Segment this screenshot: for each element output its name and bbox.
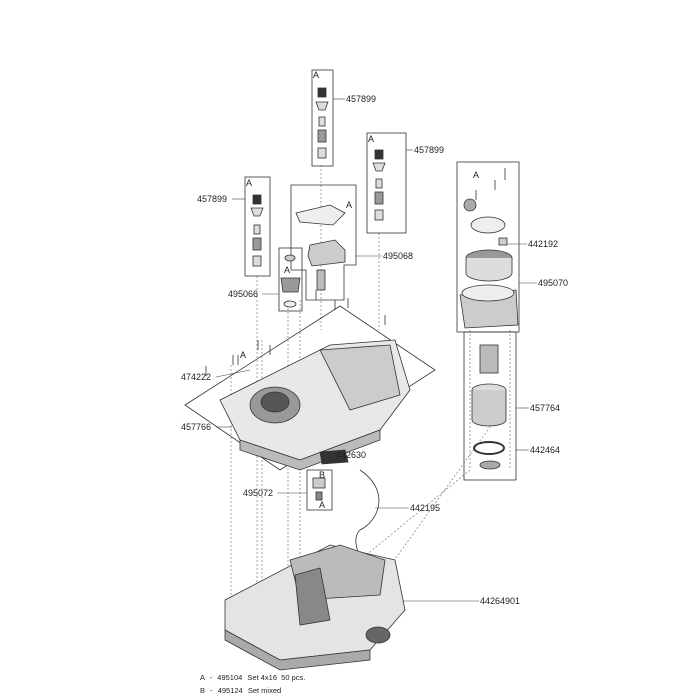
legend-desc: Set mixed xyxy=(247,686,282,695)
callout-b: B xyxy=(319,470,326,480)
top-housing-shape xyxy=(219,339,411,471)
part-label: 495072 xyxy=(243,488,274,498)
part-label: 457899 xyxy=(346,94,377,104)
bracket-parts xyxy=(280,204,346,308)
callout-a: A xyxy=(368,134,375,144)
cartridge-parts xyxy=(250,87,386,267)
callout-a: A xyxy=(246,178,253,188)
part-label: 457899 xyxy=(197,194,228,204)
box-left-cartridge xyxy=(244,176,271,277)
part-label: 495066 xyxy=(228,289,259,299)
part-label: 44264901 xyxy=(480,596,521,606)
part-label: 457764 xyxy=(530,403,561,413)
legend-sep: - xyxy=(210,686,213,695)
legend-sep: - xyxy=(209,673,213,682)
box-bracket xyxy=(290,184,357,301)
callout-a: A xyxy=(313,70,320,80)
bottom-chassis-shape xyxy=(224,544,406,671)
box-top-cartridge xyxy=(311,69,334,167)
legend-part: 495104 xyxy=(217,673,243,682)
leader-lines xyxy=(215,98,537,602)
legend-part: 495124 xyxy=(217,686,243,695)
part-label: 442195 xyxy=(410,503,441,513)
callout-a: A xyxy=(473,170,480,180)
screws xyxy=(205,168,506,376)
callout-a: A xyxy=(346,200,353,210)
part-label: 442630 xyxy=(336,450,367,460)
drum-parts xyxy=(459,198,519,329)
box-switch xyxy=(306,469,333,511)
part-label: 442192 xyxy=(528,239,559,249)
box-right-cartridge xyxy=(366,132,407,234)
legend-key: B xyxy=(200,686,206,695)
legend-desc: Set 4x16 50 pcs. xyxy=(247,673,306,682)
legend-row-a: A - 495104 Set 4x16 50 pcs. xyxy=(200,673,305,682)
legend-key: A xyxy=(200,673,205,682)
callout-a: A xyxy=(240,350,247,360)
callout-a: A xyxy=(284,265,291,275)
box-motor xyxy=(463,331,517,481)
motor-parts xyxy=(471,344,507,470)
part-label: 474222 xyxy=(181,372,212,382)
part-label: 495068 xyxy=(383,251,414,261)
part-label: 457899 xyxy=(414,145,445,155)
callout-a: A xyxy=(319,500,326,510)
part-label: 442464 xyxy=(530,445,561,455)
box-knob xyxy=(278,247,303,312)
part-label: 495070 xyxy=(538,278,569,288)
legend-row-b: B - 495124 Set mixed xyxy=(200,686,281,695)
part-label: 457766 xyxy=(181,422,212,432)
